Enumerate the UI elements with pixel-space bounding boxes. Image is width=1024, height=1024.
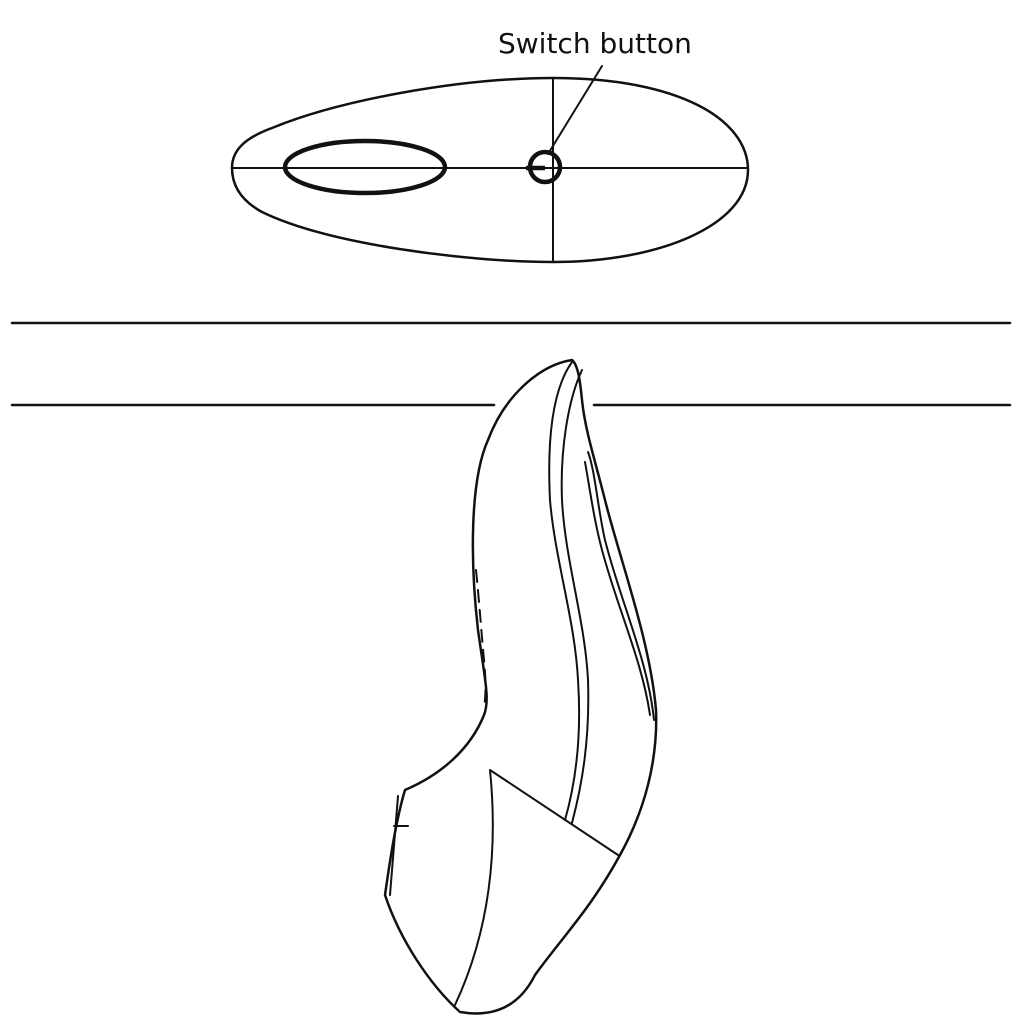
device-side-outline bbox=[383, 358, 658, 1015]
divider-lines bbox=[10, 321, 1012, 407]
suction-opening-ring bbox=[282, 138, 448, 196]
switch-button-leader-line bbox=[547, 65, 603, 155]
top-view: Switch button bbox=[230, 27, 750, 264]
switch-button-label: Switch button bbox=[498, 27, 692, 60]
side-view-side-edge-2 bbox=[584, 461, 651, 716]
side-view-diagonal-line bbox=[489, 769, 619, 856]
device-top-outline bbox=[230, 76, 750, 264]
side-view-inner-contour bbox=[548, 361, 581, 821]
side-view-nozzle-inner bbox=[389, 795, 399, 896]
side-view bbox=[383, 358, 658, 1015]
side-view-inner-contour-2 bbox=[560, 369, 590, 824]
side-view-dashed-seam bbox=[475, 569, 487, 709]
side-view-lower-body-line bbox=[454, 769, 494, 1006]
switch-button-icon bbox=[526, 149, 563, 185]
side-view-side-edge bbox=[587, 451, 655, 721]
